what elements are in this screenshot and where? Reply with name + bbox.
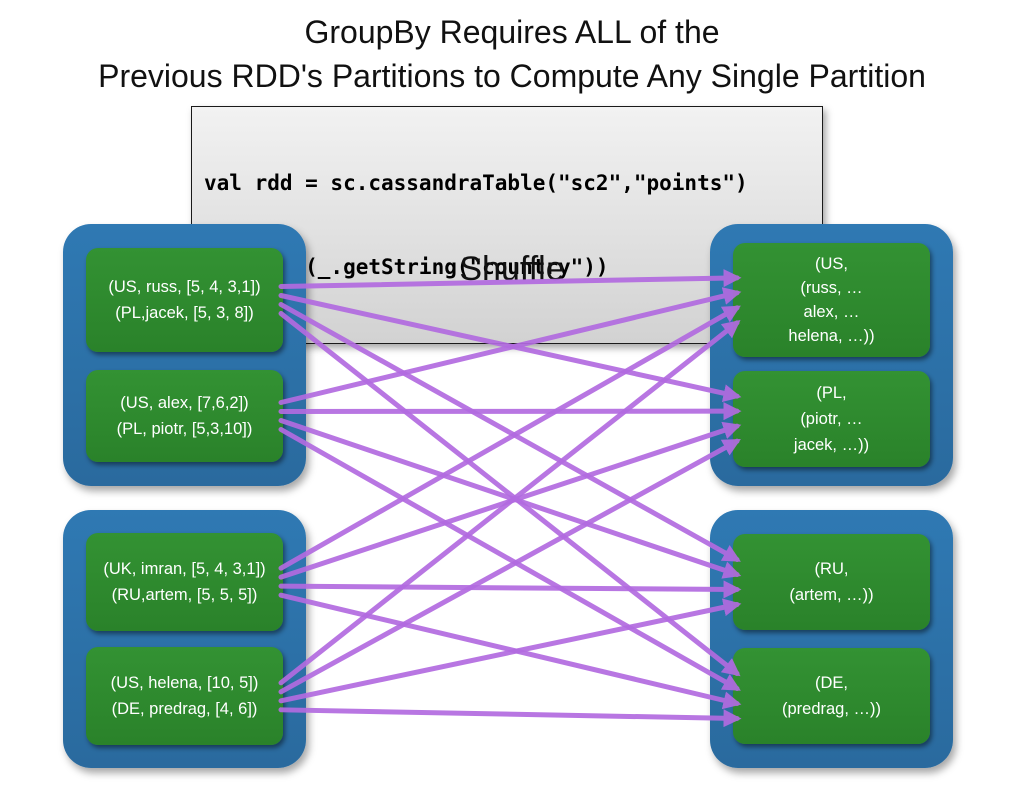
shuffle-arrow — [278, 320, 741, 686]
partition-box-result-us: (US,(russ, …alex, …helena, …)) — [733, 243, 930, 358]
shuffle-arrow — [278, 598, 742, 704]
partition-box-source-1: (US, russ, [5, 4, 3,1])(PL,jacek, [5, 3,… — [86, 248, 283, 352]
code-line-1: val rdd = sc.cassandraTable("sc2","point… — [204, 171, 748, 195]
shuffle-arrow — [278, 707, 742, 728]
partition-box-result-de: (DE,(predrag, …)) — [733, 648, 930, 744]
shuffle-arrow — [278, 421, 742, 580]
result-partition-group-top: (US,(russ, …alex, …helena, …)) (PL,(piot… — [710, 224, 953, 486]
result-partition-group-bottom: (RU,(artem, …)) (DE,(predrag, …)) — [710, 510, 953, 768]
page-title: GroupBy Requires ALL of the Previous RDD… — [0, 10, 1024, 98]
shuffle-arrow — [278, 418, 742, 579]
shuffle-arrow — [278, 580, 742, 599]
partition-box-source-4: (US, helena, [10, 5])(DE, predrag, [4, 6… — [86, 647, 283, 746]
shuffle-arrow — [278, 427, 741, 691]
partition-box-source-3: (UK, imran, [5, 4, 3,1])(RU,artem, [5, 5… — [86, 532, 283, 631]
source-partition-group-bottom: (UK, imran, [5, 4, 3,1])(RU,artem, [5, 5… — [63, 510, 306, 768]
partition-box-source-2: (US, alex, [7,6,2])(PL, piotr, [5,3,10]) — [86, 370, 283, 462]
title-line-2: Previous RDD's Partitions to Compute Any… — [98, 58, 926, 94]
partition-box-result-pl: (PL,(piotr, …jacek, …)) — [733, 370, 930, 467]
shuffle-arrow — [278, 592, 742, 710]
partition-box-result-ru: (RU,(artem, …)) — [733, 534, 930, 630]
title-line-1: GroupBy Requires ALL of the — [304, 14, 720, 50]
shuffle-arrow — [278, 305, 741, 571]
source-partition-group-top: (US, russ, [5, 4, 3,1])(PL,jacek, [5, 3,… — [63, 224, 306, 486]
shuffle-arrow — [278, 438, 741, 695]
shuffle-arrow — [278, 311, 741, 677]
